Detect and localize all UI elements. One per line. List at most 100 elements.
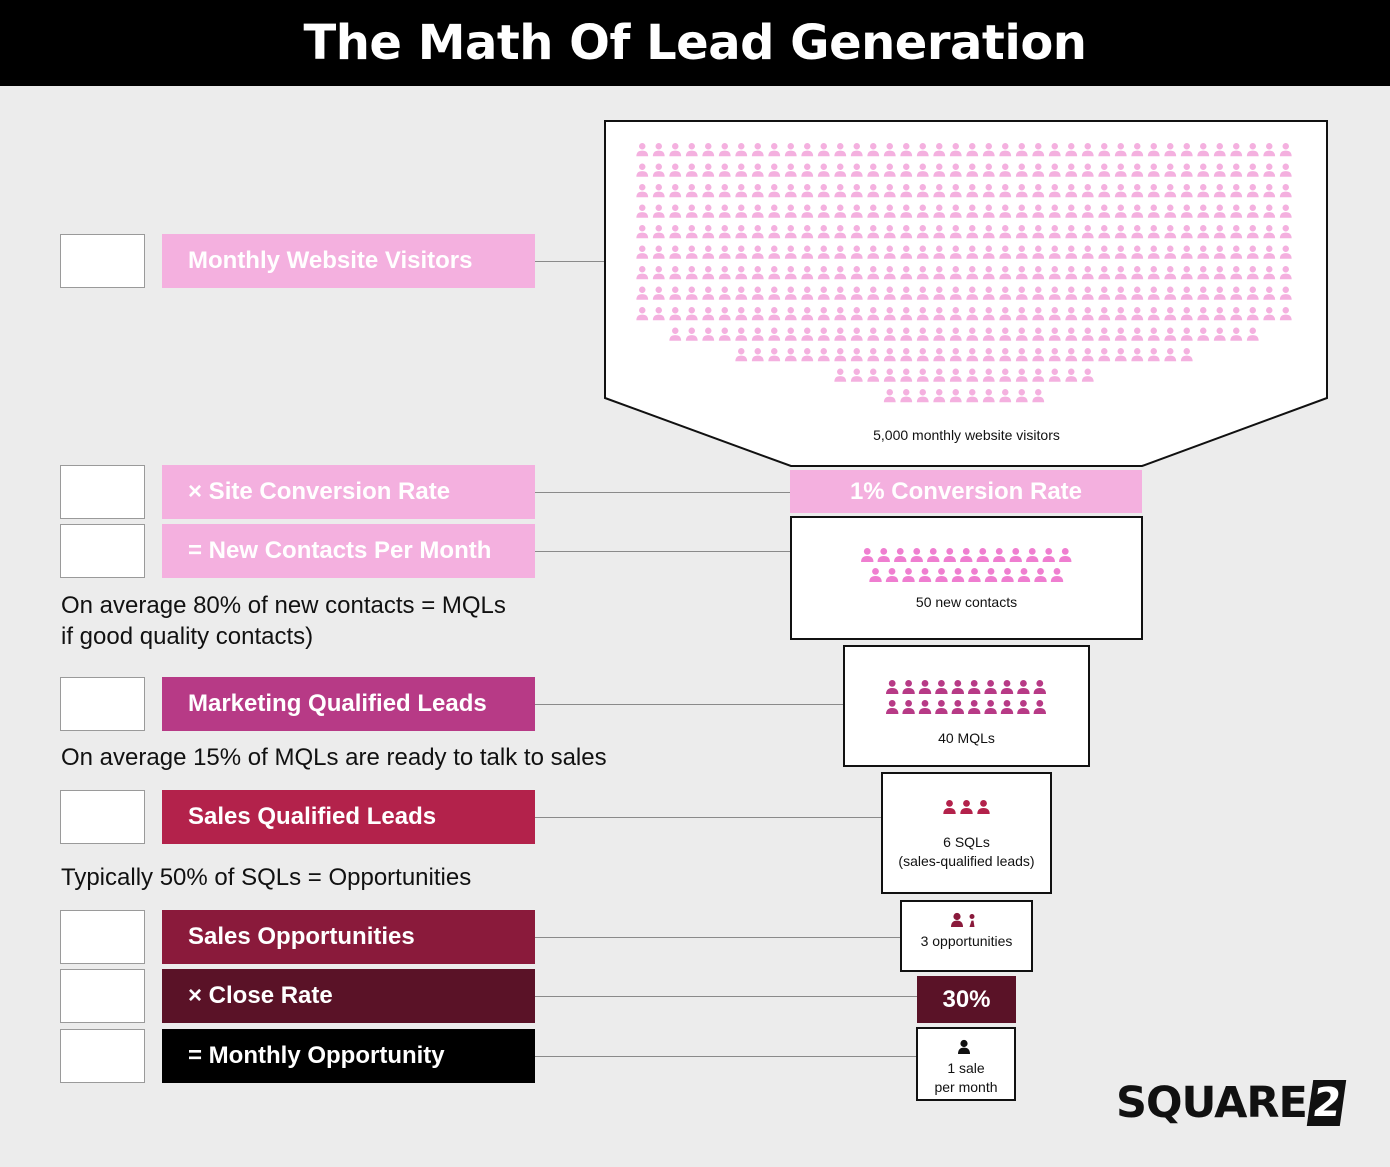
person-icon	[1131, 225, 1144, 239]
person-icon	[900, 163, 913, 177]
person-icon	[784, 204, 797, 218]
conversion-rate-input[interactable]	[60, 465, 145, 519]
person-icon	[966, 143, 979, 157]
person-icon	[685, 286, 698, 300]
person-icon	[883, 348, 896, 362]
sqls-caption-2: (sales-qualified leads)	[898, 853, 1035, 869]
person-icon	[1015, 266, 1028, 280]
person-icon	[902, 680, 915, 694]
person-icon	[817, 307, 830, 321]
opportunities-box: 3 opportunities	[900, 900, 1033, 972]
person-icon	[1279, 245, 1292, 259]
person-icon	[1263, 143, 1276, 157]
person-icon	[999, 204, 1012, 218]
person-icon	[1263, 204, 1276, 218]
connector-line	[535, 492, 790, 493]
person-icon	[1197, 204, 1210, 218]
person-icon	[1042, 548, 1055, 562]
person-icon	[735, 286, 748, 300]
opportunities-caption: 3 opportunities	[920, 933, 1013, 949]
opportunities-input[interactable]	[60, 910, 145, 964]
person-icon	[902, 568, 915, 582]
person-icon	[1263, 307, 1276, 321]
person-icon	[1032, 245, 1045, 259]
person-icon	[1098, 327, 1111, 341]
person-icon	[850, 307, 863, 321]
new-contacts-input[interactable]	[60, 524, 145, 578]
person-icon	[1164, 163, 1177, 177]
person-icon	[1098, 225, 1111, 239]
person-icon	[968, 680, 981, 694]
person-icon	[1048, 245, 1061, 259]
person-icon	[1032, 327, 1045, 341]
close-rate-input[interactable]	[60, 969, 145, 1023]
person-icon	[669, 327, 682, 341]
person-icon	[883, 143, 896, 157]
person-icon	[867, 266, 880, 280]
person-icon	[1131, 307, 1144, 321]
person-icon	[1180, 266, 1193, 280]
person-icon	[784, 327, 797, 341]
person-icon	[1213, 245, 1226, 259]
person-icon	[702, 266, 715, 280]
person-icon	[768, 245, 781, 259]
person-icon	[1213, 266, 1226, 280]
person-icon	[1065, 184, 1078, 198]
person-icon	[916, 184, 929, 198]
person-icon	[900, 184, 913, 198]
person-icon	[1048, 327, 1061, 341]
person-icon	[685, 266, 698, 280]
person-icon	[1180, 348, 1193, 362]
person-icon	[801, 327, 814, 341]
person-icon	[850, 348, 863, 362]
person-icon	[1180, 225, 1193, 239]
person-icon	[1081, 245, 1094, 259]
person-icon	[718, 286, 731, 300]
person-icon	[999, 327, 1012, 341]
person-icon	[1131, 327, 1144, 341]
monthly-opportunity-input[interactable]	[60, 1029, 145, 1083]
person-icon	[1164, 225, 1177, 239]
person-icon	[1032, 225, 1045, 239]
person-icon	[916, 327, 929, 341]
visitors-input[interactable]	[60, 234, 145, 288]
person-icon	[918, 700, 932, 714]
person-icon	[993, 548, 1006, 562]
person-icon	[1065, 204, 1078, 218]
person-icon	[735, 348, 748, 362]
person-icon	[784, 286, 797, 300]
person-icon	[916, 143, 929, 157]
person-icon	[867, 143, 880, 157]
person-icon	[1279, 204, 1292, 218]
person-icon	[718, 307, 731, 321]
sql-input[interactable]	[60, 790, 145, 844]
person-icon	[669, 143, 682, 157]
person-icon	[652, 143, 665, 157]
person-icon	[966, 184, 979, 198]
person-icon	[652, 307, 665, 321]
person-icon	[900, 348, 913, 362]
person-icon	[1033, 700, 1046, 714]
person-icon	[636, 266, 649, 280]
person-icon	[1279, 266, 1292, 280]
person-icon	[1065, 163, 1078, 177]
person-icon	[900, 266, 913, 280]
person-icon	[1230, 245, 1243, 259]
person-icon	[933, 184, 946, 198]
person-icon	[1032, 348, 1045, 362]
person-icon	[867, 368, 880, 382]
person-icon	[834, 327, 847, 341]
person-icon	[1131, 266, 1144, 280]
mql-input[interactable]	[60, 677, 145, 731]
person-icon	[751, 286, 764, 300]
person-icon	[735, 307, 748, 321]
mqls-box: 40 MQLs	[843, 645, 1090, 767]
person-icon	[702, 163, 715, 177]
connector-line	[535, 1056, 917, 1057]
person-icon	[1032, 266, 1045, 280]
person-icon	[1065, 368, 1078, 382]
person-icon	[1213, 204, 1226, 218]
person-icon	[982, 348, 995, 362]
person-icon	[1065, 348, 1078, 362]
person-icon	[1246, 286, 1259, 300]
